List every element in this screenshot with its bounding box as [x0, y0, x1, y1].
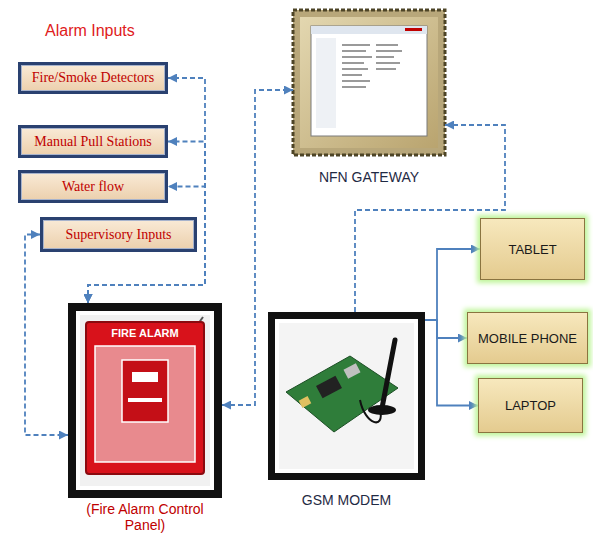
input-box: Manual Pull Stations — [18, 125, 168, 158]
modem-mat — [275, 319, 418, 473]
solid-connector — [425, 249, 480, 320]
panel-mat — [76, 311, 214, 490]
device-box: TABLET — [480, 218, 585, 280]
modem-chip — [343, 363, 360, 378]
antenna-rod — [382, 340, 395, 408]
gateway-frame — [293, 10, 445, 155]
modem-node: GSM MODEM — [268, 312, 425, 508]
pull-plate — [128, 398, 162, 402]
gateway-titlebar — [311, 26, 427, 34]
modem-chip — [316, 376, 342, 399]
panel-sign: FIRE ALARM — [86, 327, 204, 339]
input-box: Supervisory Inputs — [40, 217, 197, 252]
screen-line — [342, 44, 370, 46]
modem-photo-ground — [279, 323, 414, 469]
device-box: LAPTOP — [478, 378, 583, 433]
input-box: Fire/Smoke Detectors — [18, 62, 168, 94]
box-label: Fire/Smoke Detectors — [32, 70, 154, 86]
screen-line — [342, 80, 370, 82]
screen-line — [376, 56, 394, 58]
panel-frame — [68, 303, 222, 498]
gateway-screen — [311, 26, 427, 136]
pull-handle — [132, 372, 158, 382]
gateway-logo — [405, 28, 422, 31]
solid-connector — [425, 320, 467, 338]
screen-line — [342, 74, 362, 76]
box-label: Water flow — [62, 179, 124, 195]
gateway-picture — [293, 10, 445, 155]
modem-part — [299, 396, 312, 408]
device-box: MOBILE PHONE — [467, 312, 588, 364]
modem-board — [286, 356, 398, 432]
panel-photo-ground — [80, 315, 210, 486]
box-label: TABLET — [508, 242, 556, 257]
group-heading: Alarm Inputs — [45, 22, 135, 40]
screen-line — [342, 56, 372, 58]
modem-frame — [268, 312, 425, 480]
input-box: Water flow — [18, 170, 168, 203]
screen-line — [342, 68, 368, 70]
box-label: Supervisory Inputs — [65, 227, 171, 243]
gateway-mat — [300, 17, 438, 148]
gateway-screen-lines — [342, 44, 402, 88]
screen-line — [342, 50, 366, 52]
dashed-connector — [222, 90, 293, 405]
alarm-box — [86, 322, 204, 474]
screen-line — [376, 62, 400, 64]
screen-line — [342, 62, 364, 64]
alarm-glass — [95, 346, 195, 462]
pull-station — [122, 360, 168, 422]
dashed-connector — [25, 235, 68, 436]
screen-line — [376, 68, 396, 70]
node-caption: NFN GATEWAY — [293, 169, 445, 185]
screen-line — [342, 86, 366, 88]
box-label: MOBILE PHONE — [478, 331, 577, 346]
node-caption: (Fire Alarm Control Panel) — [68, 501, 222, 533]
gateway-sidebar — [316, 38, 336, 128]
screen-line — [376, 44, 398, 46]
box-label: Manual Pull Stations — [34, 134, 151, 150]
panel-picture — [68, 303, 222, 498]
modem-picture — [268, 312, 425, 480]
gateway-node: NFN GATEWAY — [293, 10, 445, 185]
box-label: LAPTOP — [505, 398, 556, 413]
screen-line — [376, 50, 402, 52]
node-caption: GSM MODEM — [268, 492, 425, 508]
